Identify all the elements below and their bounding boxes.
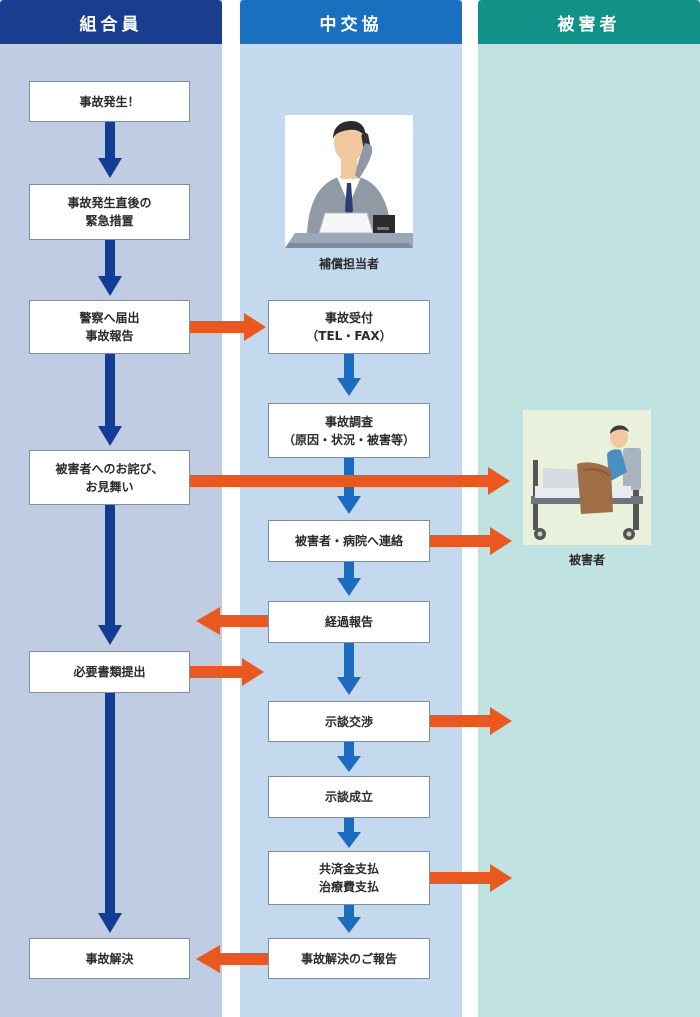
step-apology-visit: 被害者へのお詫び、 お見舞い [29,450,190,505]
step-contact-victim-hospital: 被害者・病院へ連絡 [268,520,430,562]
member-arrowhead-2 [98,276,122,296]
member-arrowhead-4 [98,625,122,645]
arrow-negotiation-to-victim-head [490,707,512,735]
arrow-progress-to-member-head [196,607,220,635]
member-arrow-shaft-4 [105,505,115,625]
arrow-apology-to-victim-head [488,467,510,495]
arrow-negotiation-to-victim-shaft [430,715,492,727]
step-settlement-negotiation: 示談交渉 [268,701,430,742]
staff-caption: 補償担当者 [318,257,379,271]
assoc-arrow-shaft-1 [344,354,354,378]
victim-caption: 被害者 [568,553,605,567]
column-header-association: 中交協 [240,0,462,44]
arrow-docs-to-assoc-head [242,658,264,686]
arrow-contact-to-victim-shaft [430,535,492,547]
assoc-arrowhead-7 [337,917,361,933]
step-settlement-reached: 示談成立 [268,776,430,818]
arrow-report-to-assoc-shaft [190,321,246,333]
assoc-arrow-shaft-7 [344,905,354,917]
member-arrow-shaft-5 [105,693,115,913]
arrow-contact-to-victim-head [490,527,512,555]
arrow-report-to-assoc-head [244,313,266,341]
member-flow-arrows [98,122,122,933]
arrow-final-report-to-member-shaft [218,953,268,965]
arrow-payment-to-victim-head [490,864,512,892]
arrow-final-report-to-member-head [196,945,220,973]
assoc-arrowhead-6 [337,832,361,848]
step-accident-reception: 事故受付 （TEL・FAX） [268,300,430,354]
assoc-arrow-shaft-5 [344,742,354,756]
step-accident-resolved: 事故解決 [29,938,190,979]
assoc-arrowhead-3 [337,578,361,596]
step-payment: 共済金支払 治療費支払 [268,851,430,905]
arrow-payment-to-victim-shaft [430,872,492,884]
assoc-arrowhead-1 [337,378,361,396]
assoc-arrowhead-2 [337,496,361,514]
step-accident-occurred: 事故発生！ [29,81,190,122]
arrow-apology-to-victim-shaft [190,475,490,487]
member-arrowhead-1 [98,158,122,178]
hospital-patient-icon [523,410,651,545]
step-progress-report: 経過報告 [268,601,430,643]
member-arrow-shaft-1 [105,122,115,158]
step-accident-investigation: 事故調査 （原因・状況・被害等） [268,403,430,458]
step-police-report: 警察へ届出 事故報告 [29,300,190,354]
member-arrow-shaft-3 [105,354,115,426]
assoc-arrowhead-5 [337,756,361,772]
assoc-arrowhead-4 [337,677,361,695]
phone-operator-icon [285,115,413,248]
member-arrow-shaft-2 [105,240,115,276]
assoc-arrow-shaft-6 [344,818,354,832]
assoc-arrow-shaft-4 [344,643,354,677]
member-arrowhead-5 [98,913,122,933]
column-header-victim: 被害者 [478,0,700,44]
step-emergency-measures: 事故発生直後の 緊急措置 [29,184,190,240]
cross-flow-arrows [190,313,512,973]
column-header-member: 組合員 [0,0,222,44]
member-arrowhead-3 [98,426,122,446]
arrow-docs-to-assoc-shaft [190,666,244,678]
assoc-arrow-shaft-3 [344,562,354,578]
step-resolution-report: 事故解決のご報告 [268,938,430,979]
arrow-progress-to-member-shaft [218,615,268,627]
step-submit-documents: 必要書類提出 [29,651,190,693]
